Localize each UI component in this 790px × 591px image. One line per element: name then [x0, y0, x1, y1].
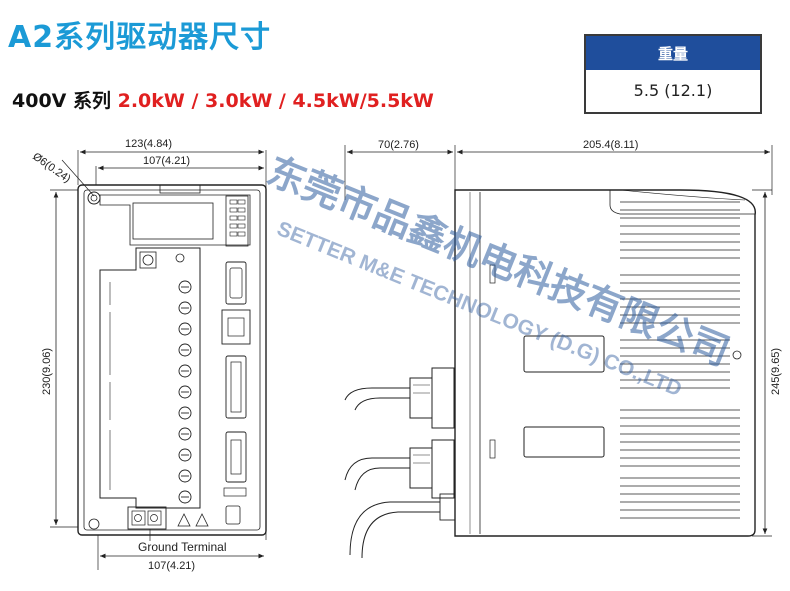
series-line: 400V 系列 2.0kW / 3.0kW / 4.5kW/5.5kW: [12, 86, 434, 113]
vent-slots: [620, 201, 740, 519]
dim-side-height: 245(9.65): [770, 348, 782, 395]
series-models: 2.0kW / 3.0kW / 4.5kW/5.5kW: [117, 90, 434, 112]
watermark: 东莞市品鑫机电科技有限公司 SETTER M&E TECHNOLOGY (D.G…: [261, 148, 736, 401]
dim-bottom-width: 107(4.21): [148, 560, 195, 572]
dim-width-inner: 107(4.21): [143, 155, 190, 167]
weight-table: 重量 5.5 (12.1): [584, 34, 762, 114]
dim-depth-body: 205.4(8.11): [583, 139, 638, 151]
cables: [344, 367, 456, 559]
ground-terminal-label: Ground Terminal: [138, 540, 227, 554]
page-title: A2系列驱动器尺寸: [8, 20, 272, 55]
dim-height: 230(9.06): [41, 348, 53, 395]
front-view: [50, 149, 267, 570]
side-view: [344, 145, 773, 559]
dim-hole-dia: Ø6(0.24): [30, 151, 72, 186]
series-prefix: 400V 系列: [12, 90, 118, 112]
weight-value: 5.5 (12.1): [633, 80, 713, 100]
weight-header: 重量: [586, 36, 760, 70]
dim-width-overall: 123(4.84): [125, 138, 172, 150]
terminal-screws: [178, 280, 192, 504]
dim-depth-front: 70(2.76): [378, 139, 419, 151]
